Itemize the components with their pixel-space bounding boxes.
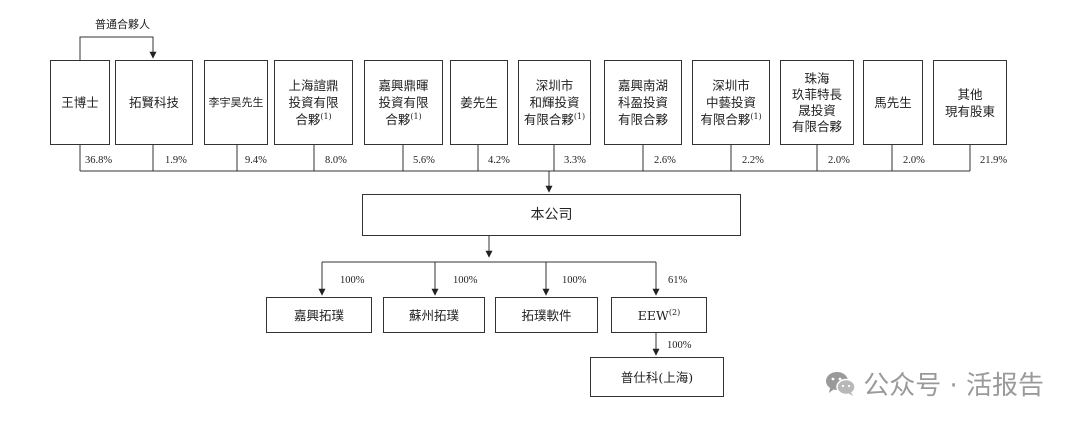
watermark: 公众号 · 活报告: [825, 365, 1044, 402]
watermark-text: 公众号 · 活报告: [863, 371, 1044, 401]
shareholder-box: 嘉興鼎暉 投資有限 合夥(1): [364, 60, 443, 145]
shareholder-label: 嘉興南湖 科盈投資 有限合夥: [617, 78, 668, 127]
shareholder-box: 李宇昊先生: [204, 60, 268, 145]
subsidiary-box: 拓璞軟件: [495, 297, 598, 333]
subsidiary-pct: 61%: [668, 275, 688, 286]
shareholder-box: 上海諠鼎 投資有限 合夥(1): [274, 60, 353, 145]
subsidiary-box: EEW(2): [611, 297, 707, 333]
shareholding-pct: 36.8%: [85, 155, 113, 166]
shareholder-label: 其他 現有股東: [944, 86, 995, 119]
footnote-marker: (1): [410, 111, 422, 121]
shareholder-label: 嘉興鼎暉 投資有限 合夥: [378, 78, 429, 127]
shareholding-pct: 1.9%: [165, 155, 187, 166]
shareholder-label: 姜先生: [460, 95, 498, 110]
shareholding-pct: 3.3%: [564, 155, 586, 166]
shareholder-box: 馬先生: [863, 60, 923, 145]
subsidiary-pct: 100%: [562, 275, 587, 286]
shareholder-box: 其他 現有股東: [933, 60, 1007, 145]
subsidiary-box: 嘉興拓璞: [266, 297, 372, 333]
subsidiary-pct: 100%: [453, 275, 478, 286]
wechat-icon: [826, 371, 856, 396]
sub-subsidiary-pct: 100%: [667, 340, 692, 351]
subsidiary-box: 蘇州拓璞: [383, 297, 485, 333]
subsidiary-label: 蘇州拓璞: [408, 307, 459, 323]
footnote-marker: (1): [320, 111, 332, 121]
shareholding-pct: 2.0%: [903, 155, 925, 166]
footnote-marker: (1): [573, 111, 586, 121]
footnote-marker: (2): [668, 307, 681, 317]
subsidiary-label: 嘉興拓璞: [293, 307, 344, 323]
shareholder-label: 李宇昊先生: [208, 96, 264, 109]
shareholder-label: 馬先生: [874, 95, 912, 110]
shareholder-label: 深圳市 中藝投資 有限合夥: [700, 78, 756, 127]
shareholder-box: 姜先生: [450, 60, 508, 145]
shareholding-pct: 2.0%: [828, 155, 850, 166]
subsidiary-label: 拓璞軟件: [521, 307, 572, 323]
shareholder-box: 王博士: [50, 60, 110, 145]
shareholding-pct: 8.0%: [325, 155, 347, 166]
shareholder-box: 拓賢科技: [115, 60, 193, 145]
shareholder-box: 嘉興南湖 科盈投資 有限合夥: [604, 60, 682, 145]
general-partner-label: 普通合夥人: [95, 18, 150, 31]
sub-subsidiary-label: 普仕科(上海): [620, 369, 694, 385]
shareholding-pct: 2.2%: [742, 155, 764, 166]
shareholder-box: 珠海 玖菲特長 晟投資 有限合夥: [780, 60, 854, 145]
shareholding-pct: 5.6%: [413, 155, 435, 166]
shareholder-label: 珠海 玖菲特長 晟投資 有限合夥: [791, 70, 842, 134]
shareholder-label: 王博士: [61, 95, 99, 110]
company-label: 本公司: [530, 206, 573, 223]
sub-subsidiary-box: 普仕科(上海): [590, 357, 724, 397]
shareholder-label: 上海諠鼎 投資有限 合夥: [288, 78, 339, 127]
subsidiary-label: EEW: [637, 307, 669, 323]
shareholder-label: 拓賢科技: [128, 95, 179, 110]
footnote-marker: (1): [750, 111, 762, 121]
company-box: 本公司: [362, 194, 741, 236]
shareholder-box: 深圳市 和輝投資 有限合夥(1): [518, 60, 591, 145]
shareholding-pct: 21.9%: [980, 155, 1008, 166]
shareholding-pct: 4.2%: [488, 155, 510, 166]
shareholder-box: 深圳市 中藝投資 有限合夥(1): [692, 60, 770, 145]
shareholder-label: 深圳市 和輝投資 有限合夥: [523, 78, 580, 127]
shareholding-pct: 9.4%: [245, 155, 267, 166]
subsidiary-pct: 100%: [340, 275, 365, 286]
shareholding-pct: 2.6%: [654, 155, 676, 166]
